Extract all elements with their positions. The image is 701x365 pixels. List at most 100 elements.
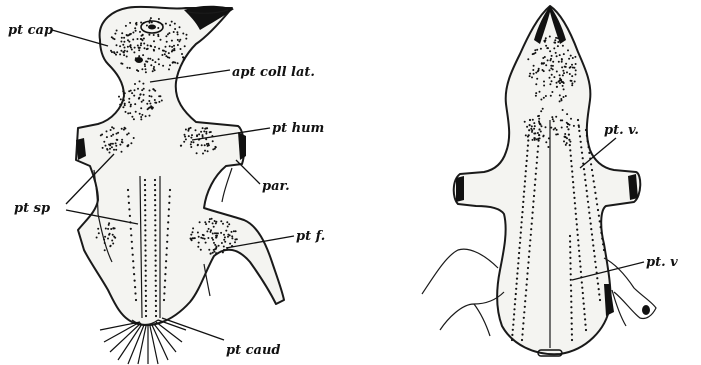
capital-tract-dot	[171, 40, 173, 42]
neck-tract-dot	[556, 129, 558, 131]
femoral-tract-dot	[112, 243, 114, 245]
spinal-tract-dot	[132, 254, 134, 256]
neck-tract-dot	[525, 134, 527, 136]
humeral-tract-dot	[196, 134, 198, 136]
head-tract-dot	[572, 57, 574, 59]
humeral-tract-dot	[202, 153, 204, 155]
head-tract-dot	[561, 66, 563, 68]
capital-tract-dot	[137, 45, 139, 47]
ventral-tract-dot	[530, 234, 532, 236]
spinal-tract-dot	[130, 234, 132, 236]
femoral-tract-dot	[208, 221, 210, 223]
humeral-tract-dot	[128, 132, 130, 134]
neck-tract-dot	[124, 92, 126, 94]
femoral-tract-dot	[204, 238, 206, 240]
head-tract-dot	[562, 70, 564, 72]
ventral-tract-dot	[514, 298, 516, 300]
capital-tract-dot	[165, 46, 167, 48]
femoral-tract-dot	[198, 236, 200, 238]
label-pt-sp: pt sp	[14, 201, 50, 216]
femoral-tract-dot	[205, 242, 207, 244]
ventral-tract-dot	[518, 257, 520, 259]
spinal-tract-dot	[154, 194, 156, 196]
head-tract-dot	[559, 74, 561, 76]
ventral-tract-dot	[515, 293, 517, 295]
neck-tract-dot	[141, 89, 143, 91]
spinal-tract-dot	[155, 300, 157, 302]
humeral-tract-dot	[180, 145, 182, 147]
spinal-tract-dot	[154, 209, 156, 211]
capital-tract-dot	[144, 65, 146, 67]
head-tract-dot	[550, 95, 552, 97]
ventral-tract-dot	[577, 234, 579, 236]
ventral-tract-dot	[570, 295, 572, 297]
femoral-tract-dot	[224, 236, 226, 238]
femoral-tract-dot	[218, 245, 220, 247]
femoral-tract-dot	[214, 220, 216, 222]
head-tract-dot	[566, 71, 568, 73]
humeral-tract-dot	[188, 128, 190, 130]
neck-tract-dot	[545, 126, 547, 128]
spinal-tract-dot	[145, 310, 147, 312]
ventral-tract-dot	[520, 232, 522, 234]
humeral-tract-dot	[113, 127, 115, 129]
neck-tract-dot	[140, 107, 142, 109]
spinal-tract-dot	[164, 286, 166, 288]
capital-tract-dot	[116, 44, 118, 46]
capital-tract-dot	[165, 23, 167, 25]
head-tract-dot	[559, 100, 561, 102]
capital-tract-dot	[133, 51, 135, 53]
neck-tract-dot	[140, 93, 142, 95]
ventral-tract-dot	[597, 209, 599, 211]
capital-tract-dot	[148, 34, 150, 36]
ventral-tract-dot	[569, 149, 571, 151]
head-tract-dot	[563, 72, 565, 74]
head-tract-dot	[574, 56, 576, 58]
ventral-tract-dot	[573, 192, 575, 194]
ventral-tract-dot	[519, 242, 521, 244]
head-tract-dot	[535, 72, 537, 74]
ventral-tract-dot	[570, 160, 572, 162]
capital-tract-dot	[134, 27, 136, 29]
ventral-tract-dot	[534, 178, 536, 180]
ventral-tract-dot	[527, 261, 529, 263]
humeral-tract-dot	[212, 140, 214, 142]
neck-tract-dot	[158, 101, 160, 103]
ventral-tract-dot	[569, 251, 571, 253]
spinal-tract-dot	[168, 202, 170, 204]
head-tract-dot	[537, 70, 539, 72]
spinal-tract-dot	[166, 234, 168, 236]
neck-tract-dot	[134, 83, 136, 85]
ventral-tract-dot	[595, 198, 597, 200]
femoral-tract-dot	[97, 228, 99, 230]
ventral-tract-dot	[574, 202, 576, 204]
label-pt-v-upper: pt. v.	[604, 123, 639, 138]
spinal-tract-dot	[144, 239, 146, 241]
capital-tract-dot	[143, 43, 145, 45]
neck-tract-dot	[149, 90, 151, 92]
ventral-tract-dot	[512, 329, 514, 331]
femoral-tract-dot	[236, 238, 238, 240]
neck-tract-dot	[532, 119, 534, 121]
capital-tract-dot	[177, 44, 179, 46]
spinal-tract-dot	[155, 255, 157, 257]
ventral-tract-dot	[580, 141, 582, 143]
ventral-tract-dot	[578, 250, 580, 252]
femoral-tract-dot	[228, 223, 230, 225]
left-specimen-outline	[76, 7, 284, 325]
femoral-tract-dot	[210, 253, 212, 255]
capital-tract-dot	[132, 39, 134, 41]
spinal-tract-dot	[145, 265, 147, 267]
spinal-tract-dot	[145, 275, 147, 277]
ventral-tract-dot	[511, 334, 513, 336]
capital-tract-dot	[121, 37, 123, 39]
head-tract-dot	[540, 99, 542, 101]
capital-tract-dot	[142, 22, 144, 24]
capital-tract-dot	[161, 24, 163, 26]
capital-tract-dot	[149, 22, 151, 24]
head-tract-dot	[534, 52, 536, 54]
ventral-tract-dot	[594, 186, 596, 188]
femoral-tract-dot	[198, 242, 200, 244]
ventral-tract-dot	[524, 300, 526, 302]
ventral-tract-dot	[531, 217, 533, 219]
